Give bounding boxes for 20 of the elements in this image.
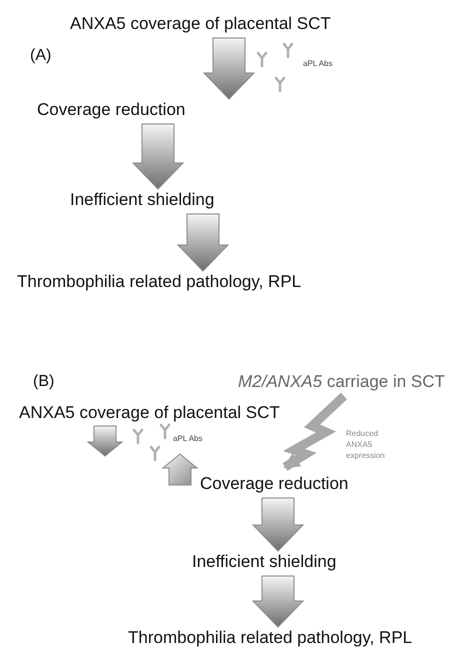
block-arrow (202, 38, 256, 100)
lightning-arrow (282, 392, 348, 471)
node-text: Coverage reduction (200, 474, 348, 494)
node-text: ANXA5 coverage of placental SCT (70, 14, 331, 34)
antibody-label: aPL Abs (303, 59, 333, 68)
edge-label: Reduced ANXA5 expression (346, 428, 386, 461)
panel-label: (A) (30, 47, 52, 65)
antibody-label: aPL Abs (173, 434, 203, 443)
block-arrow (252, 498, 304, 552)
node-text: Inefficient shielding (192, 552, 336, 572)
node-text: ANXA5 coverage of placental SCT (19, 403, 280, 423)
node-text: Inefficient shielding (70, 190, 214, 210)
node-text: M2/ANXA5 carriage in SCT (238, 372, 445, 392)
node-text: Thrombophilia related pathology, RPL (17, 272, 302, 292)
node-text: Coverage reduction (37, 100, 186, 120)
panel-label: (B) (33, 373, 54, 391)
block-arrow (252, 576, 304, 628)
block-arrow (132, 124, 184, 190)
block-arrow (176, 214, 230, 272)
node-text: Thrombophilia related pathology, RPL (128, 628, 412, 648)
